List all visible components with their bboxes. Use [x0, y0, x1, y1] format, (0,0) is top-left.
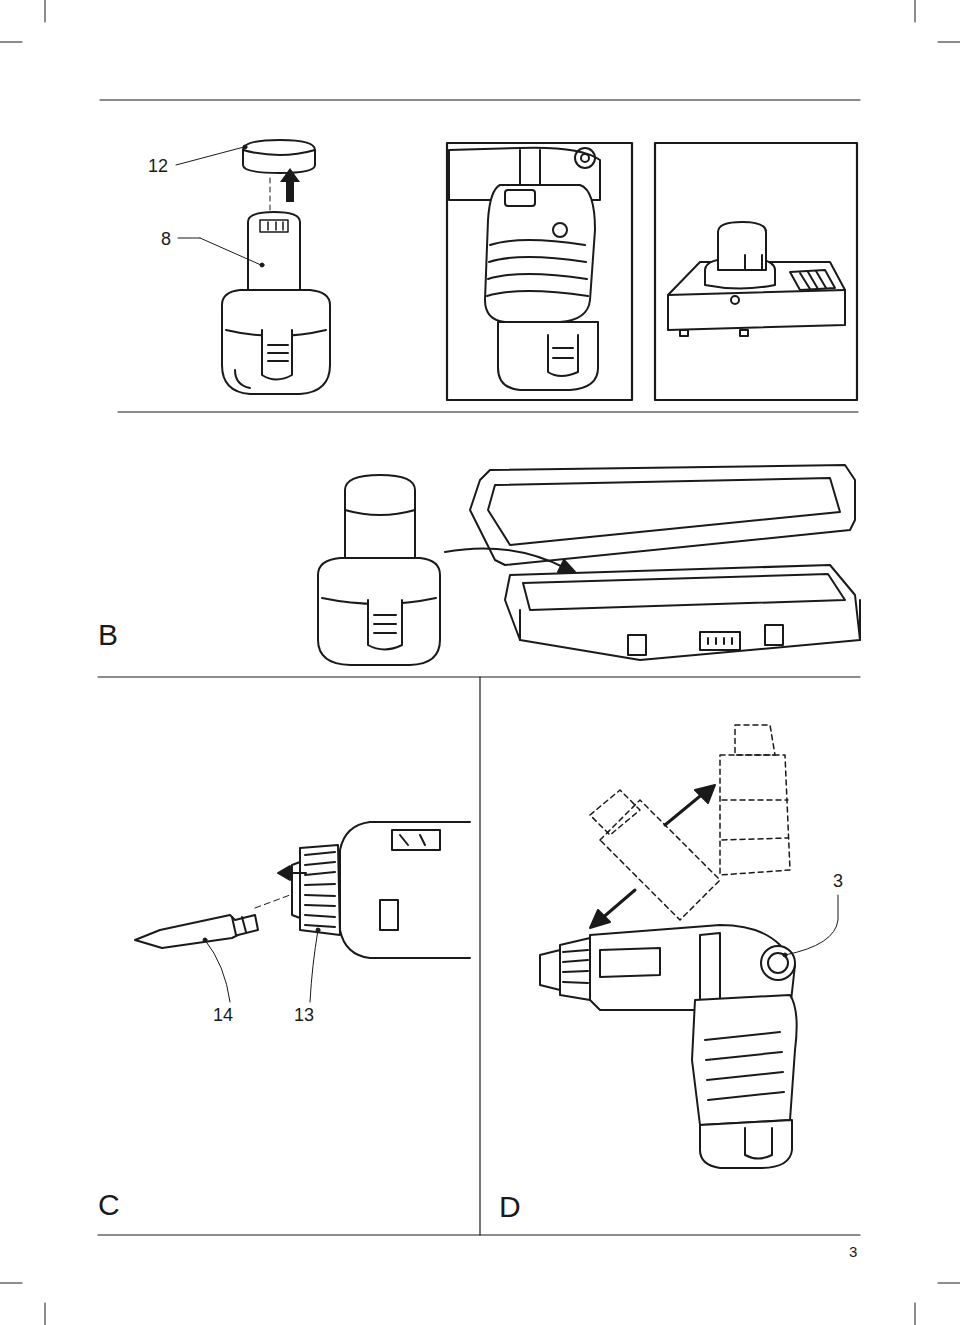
figure-letter: B	[98, 620, 118, 650]
rotation-arrow	[590, 910, 610, 928]
tool-grip	[449, 148, 600, 390]
figure-frame	[447, 143, 632, 400]
section-rules	[98, 100, 860, 1235]
callout-number: 13	[294, 1006, 314, 1024]
rotation-arrow	[600, 890, 635, 920]
callout-number: 8	[161, 230, 171, 248]
rotation-arrow	[665, 792, 705, 825]
screwdriver-tool	[540, 925, 797, 1168]
figure-letter: D	[499, 1192, 521, 1222]
callout-number: 12	[148, 157, 168, 175]
battery-charger	[668, 222, 845, 336]
leader-lines	[783, 895, 838, 957]
screwdriver-bit	[135, 915, 258, 948]
battery-cap-removal	[222, 140, 330, 394]
rotation-arrow	[695, 785, 715, 803]
battery	[318, 475, 440, 665]
leader-lines	[176, 145, 264, 267]
leader-lines	[203, 928, 320, 1002]
callout-number: 3	[833, 872, 843, 890]
callout-number: 14	[213, 1006, 233, 1024]
figure-letter: C	[98, 1190, 120, 1220]
screwdriver-chuck	[255, 822, 470, 958]
tool-ghost-positions	[590, 725, 790, 920]
page-number: 3	[849, 1244, 857, 1259]
figure-frame	[655, 143, 857, 400]
storage-case	[445, 465, 860, 660]
